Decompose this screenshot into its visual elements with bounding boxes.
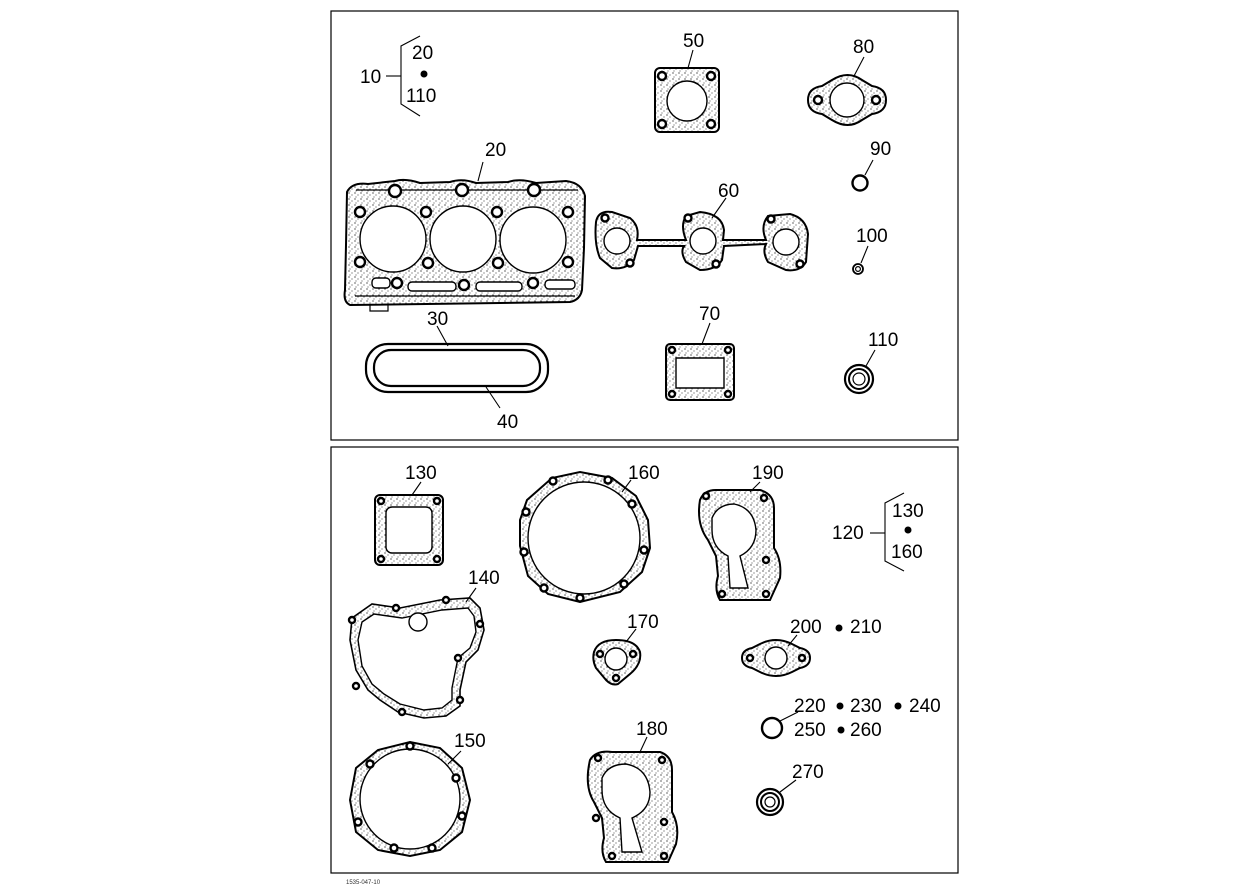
callout-30: 30 bbox=[427, 309, 448, 330]
callout-200: 200 bbox=[790, 617, 822, 638]
callout-20: 20 bbox=[485, 140, 506, 161]
callout-110: 110 bbox=[868, 330, 898, 351]
manifold-gasket-60: 60 bbox=[594, 181, 810, 272]
callout-90: 90 bbox=[870, 139, 891, 160]
callout-10: 10 bbox=[360, 67, 381, 88]
valve-cover-gasket-30-40: 30 40 bbox=[364, 309, 550, 433]
callout-150: 150 bbox=[454, 731, 486, 752]
water-pump-gasket-190: 190 bbox=[698, 463, 784, 601]
callout-120: 120 bbox=[832, 523, 864, 544]
flange-gasket-80: 80 bbox=[806, 37, 888, 126]
callout-10-item-110: 110 bbox=[406, 86, 436, 107]
callout-50: 50 bbox=[683, 31, 704, 52]
cylinder-head-gasket-20: 20 bbox=[343, 140, 587, 312]
washer-100: 100 bbox=[852, 226, 888, 275]
callout-250: 250 bbox=[794, 720, 826, 741]
kit-120-group: 120 130 160 bbox=[832, 492, 924, 572]
callout-180: 180 bbox=[636, 719, 668, 740]
callout-240: 240 bbox=[909, 696, 941, 717]
timing-cover-gasket-140: 140 bbox=[347, 568, 500, 719]
water-pump-gasket-180: 180 bbox=[586, 719, 679, 863]
flange-gasket-200-210: 200 210 bbox=[740, 617, 882, 677]
callout-160: 160 bbox=[628, 463, 660, 484]
callout-40: 40 bbox=[497, 412, 518, 433]
callout-170: 170 bbox=[627, 612, 659, 633]
footer-code: 1535-047-10 bbox=[346, 880, 381, 886]
ring-gasket-150: 150 bbox=[348, 731, 486, 858]
square-gasket-130: 130 bbox=[374, 463, 444, 566]
o-ring-90: 90 bbox=[851, 139, 891, 192]
callout-60: 60 bbox=[718, 181, 739, 202]
upper-panel-frame bbox=[330, 10, 959, 441]
callout-80: 80 bbox=[853, 37, 874, 58]
callout-10-item-20: 20 bbox=[412, 43, 433, 64]
callout-100: 100 bbox=[856, 226, 888, 247]
callout-120-item-130: 130 bbox=[892, 501, 924, 522]
callout-270: 270 bbox=[792, 762, 824, 783]
oil-seal-110: 110 bbox=[843, 330, 898, 395]
kit-10-group: 10 20 110 bbox=[360, 35, 436, 117]
callout-210: 210 bbox=[850, 617, 882, 638]
callout-140: 140 bbox=[468, 568, 500, 589]
callout-120-item-160: 160 bbox=[891, 542, 923, 563]
seal-270: 270 bbox=[755, 762, 824, 817]
thermostat-gasket-170: 170 bbox=[592, 612, 659, 686]
callout-130: 130 bbox=[405, 463, 437, 484]
callout-220: 220 bbox=[794, 696, 826, 717]
callout-260: 260 bbox=[850, 720, 882, 741]
callout-230: 230 bbox=[850, 696, 882, 717]
callout-190: 190 bbox=[752, 463, 784, 484]
lower-panel-frame bbox=[330, 446, 959, 874]
flange-gasket-50: 50 bbox=[654, 31, 720, 133]
housing-gasket-160: 160 bbox=[519, 463, 660, 604]
o-ring-220-260: 220 230 240 250 260 bbox=[760, 696, 941, 741]
callout-70: 70 bbox=[699, 304, 720, 325]
cover-gasket-70: 70 bbox=[665, 304, 735, 401]
